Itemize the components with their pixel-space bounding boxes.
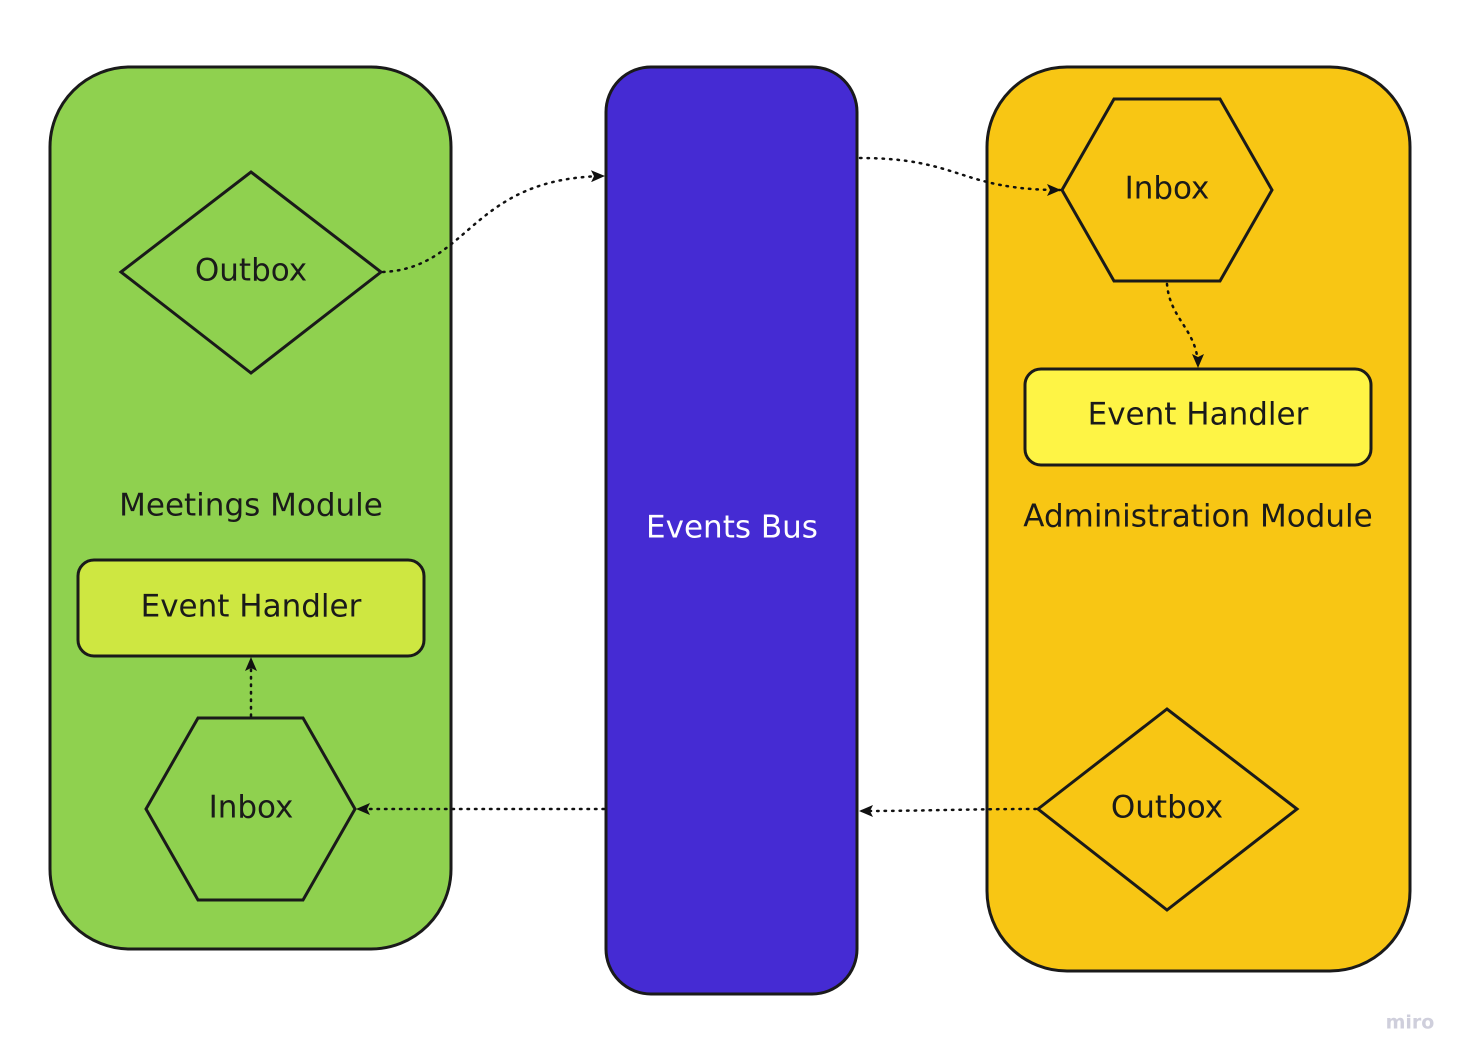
miro-watermark: miro [1386, 1012, 1435, 1034]
events-bus-container [604, 65, 859, 996]
admin-inbox-label: Inbox [1125, 171, 1210, 207]
meetings-outbox-label: Outbox [195, 253, 307, 289]
meetings-module: Outbox Meetings Module Event Handler Inb… [48, 65, 453, 951]
admin-event-handler-label: Event Handler [1088, 397, 1309, 433]
administration-module-label: Administration Module [1023, 499, 1372, 535]
meetings-module-label: Meetings Module [119, 488, 383, 524]
meetings-inbox-label: Inbox [209, 790, 294, 826]
meetings-outbox-diamond [118, 170, 384, 375]
events-bus: Events Bus [604, 65, 859, 996]
meetings-event-handler-box [76, 558, 426, 658]
events-bus-label: Events Bus [646, 510, 818, 546]
admin-outbox-diamond [1035, 707, 1300, 912]
connector-admin-outbox-to-bus [858, 804, 1038, 817]
admin-inbox-hexagon [1060, 97, 1274, 283]
meetings-inbox-hexagon [144, 716, 357, 902]
admin-event-handler-box [1023, 367, 1373, 467]
admin-outbox-label: Outbox [1111, 790, 1223, 826]
meetings-event-handler-label: Event Handler [141, 589, 362, 625]
administration-module: Inbox Event Handler Administration Modul… [985, 65, 1412, 973]
connector-admin-inbox-to-handler [1165, 282, 1204, 369]
administration-module-container [985, 65, 1412, 973]
connector-meetings-outbox-to-bus [381, 170, 606, 274]
